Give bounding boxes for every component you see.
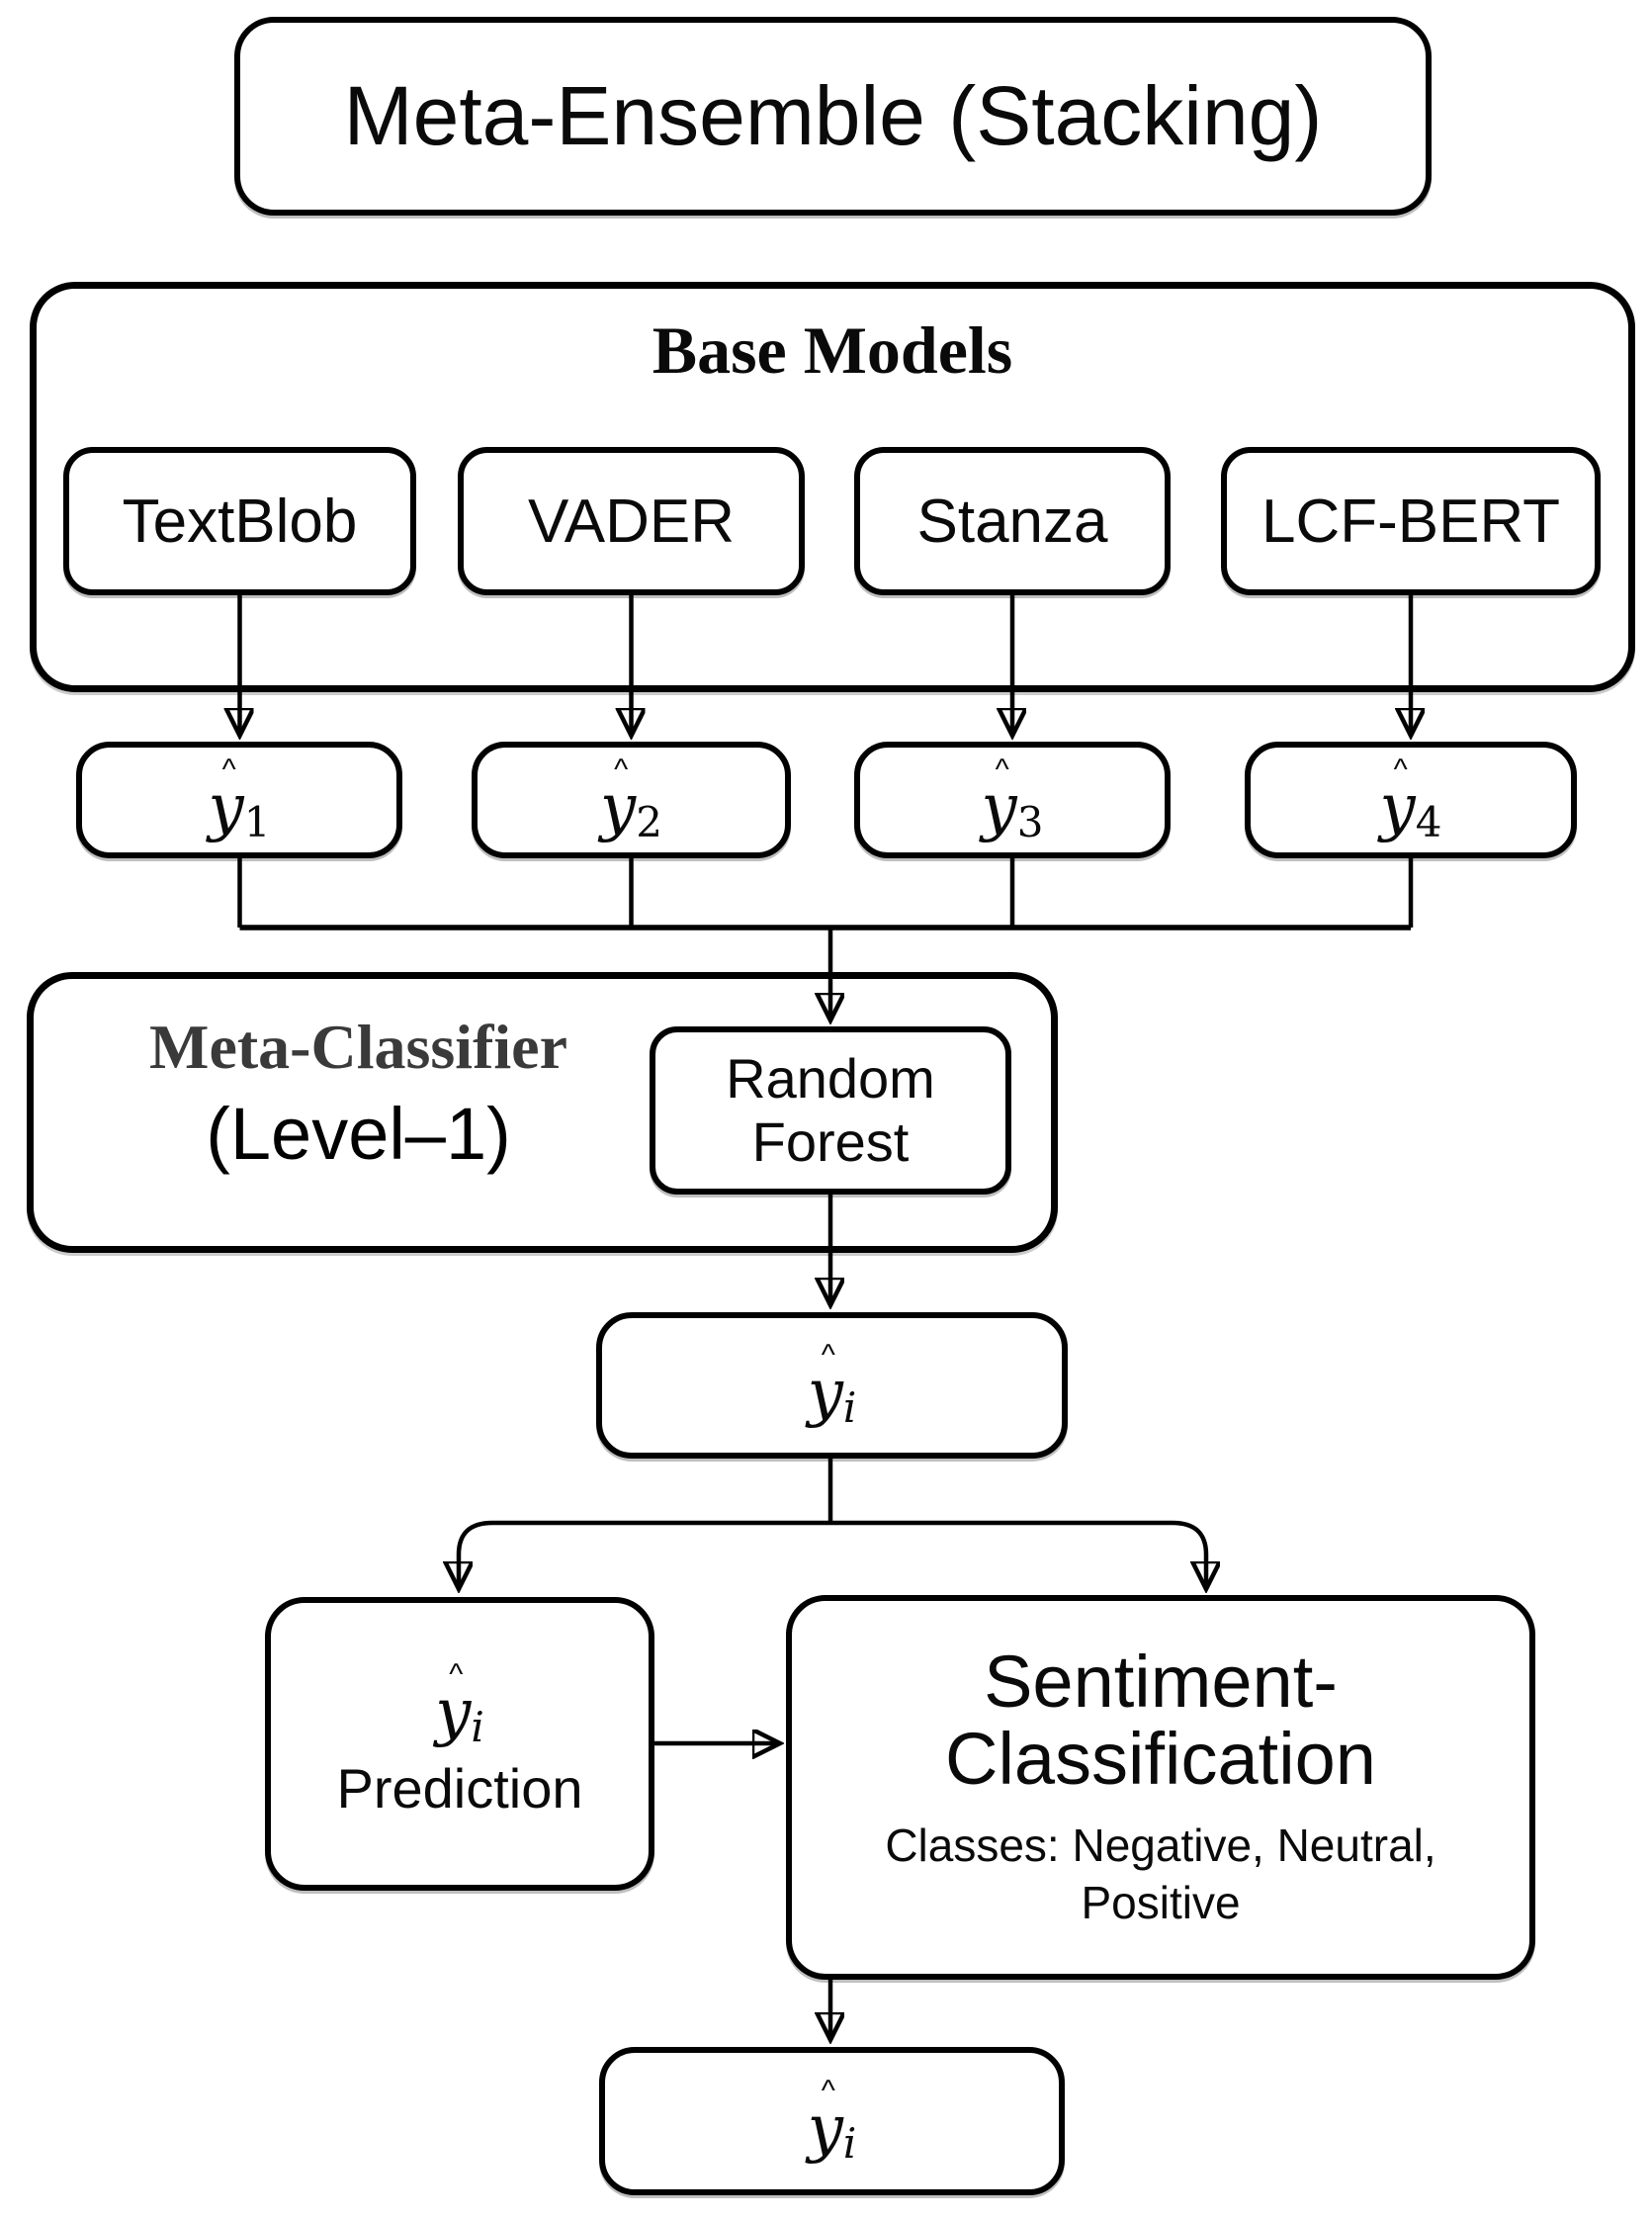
y-symbol: y bbox=[435, 1676, 472, 1750]
hat-symbol: ^ bbox=[221, 753, 236, 786]
textblob-label: TextBlob bbox=[122, 487, 358, 556]
node-yhat-4: ^ y 4 bbox=[1245, 742, 1577, 858]
y-symbol: y bbox=[1379, 771, 1416, 845]
node-yhat-3: ^ y 3 bbox=[854, 742, 1171, 858]
node-textblob: TextBlob bbox=[63, 447, 416, 595]
yi-prediction-symbol: ^ y i bbox=[435, 1657, 484, 1750]
y-subscript: i bbox=[842, 2119, 857, 2169]
hat-symbol: ^ bbox=[1393, 753, 1408, 786]
node-lcf-bert: LCF-BERT bbox=[1221, 447, 1601, 595]
yi-label: ^ y i bbox=[807, 1338, 857, 1431]
hat-symbol: ^ bbox=[995, 753, 1009, 786]
hat-symbol: ^ bbox=[821, 2074, 835, 2107]
hat-symbol: ^ bbox=[614, 753, 629, 786]
sentiment-title-line1: Sentiment- bbox=[984, 1640, 1338, 1723]
y-symbol: y bbox=[600, 771, 637, 845]
sentiment-classes-line2: Positive bbox=[1081, 1876, 1241, 1928]
y-symbol: y bbox=[807, 2092, 843, 2167]
node-stanza: Stanza bbox=[854, 447, 1171, 595]
node-random-forest: Random Forest bbox=[650, 1026, 1011, 1195]
meta-classifier-title: Meta-Classifier bbox=[149, 1012, 567, 1082]
node-vader: VADER bbox=[458, 447, 805, 595]
y-subscript: 3 bbox=[1016, 798, 1044, 847]
node-yi-prediction: ^ y i Prediction bbox=[265, 1597, 654, 1891]
hat-symbol: ^ bbox=[449, 1657, 464, 1691]
node-sentiment-classification: Sentiment- Classification Classes: Negat… bbox=[786, 1595, 1535, 1980]
yhat-2-label: ^ y 2 bbox=[600, 753, 662, 845]
random-forest-line2: Forest bbox=[751, 1110, 910, 1173]
hat-symbol: ^ bbox=[821, 1338, 835, 1372]
arrow-branch-left bbox=[459, 1520, 830, 1589]
node-final-output-yi: ^ y i bbox=[599, 2047, 1065, 2195]
vader-label: VADER bbox=[527, 487, 735, 556]
arrow-branch-right bbox=[830, 1520, 1206, 1589]
y-symbol: y bbox=[208, 771, 244, 845]
meta-classifier-level: (Level–1) bbox=[206, 1093, 511, 1175]
sentiment-title-line2: Classification bbox=[945, 1718, 1376, 1800]
y-subscript: 2 bbox=[636, 798, 662, 847]
lcf-bert-label: LCF-BERT bbox=[1261, 487, 1560, 556]
node-yhat-1: ^ y 1 bbox=[76, 742, 402, 858]
final-yi-label: ^ y i bbox=[807, 2074, 857, 2167]
prediction-label: Prediction bbox=[336, 1757, 583, 1820]
y-subscript: 4 bbox=[1415, 798, 1442, 847]
random-forest-line1: Random bbox=[726, 1046, 935, 1110]
yhat-4-label: ^ y 4 bbox=[1379, 753, 1442, 845]
base-models-title: Base Models bbox=[652, 312, 1013, 388]
stanza-label: Stanza bbox=[916, 487, 1108, 556]
node-meta-ensemble-title: Meta-Ensemble (Stacking) bbox=[234, 17, 1432, 216]
sentiment-classes-line1: Classes: Negative, Neutral, bbox=[885, 1820, 1436, 1872]
y-subscript: 1 bbox=[243, 798, 271, 847]
y-subscript: i bbox=[471, 1703, 484, 1752]
y-subscript: i bbox=[842, 1383, 857, 1433]
yhat-1-label: ^ y 1 bbox=[208, 753, 271, 845]
yhat-3-label: ^ y 3 bbox=[981, 753, 1044, 845]
y-symbol: y bbox=[981, 771, 1017, 845]
node-yhat-2: ^ y 2 bbox=[472, 742, 791, 858]
meta-ensemble-label: Meta-Ensemble (Stacking) bbox=[343, 69, 1323, 162]
y-symbol: y bbox=[807, 1357, 843, 1431]
node-meta-output-yi: ^ y i bbox=[596, 1312, 1068, 1459]
